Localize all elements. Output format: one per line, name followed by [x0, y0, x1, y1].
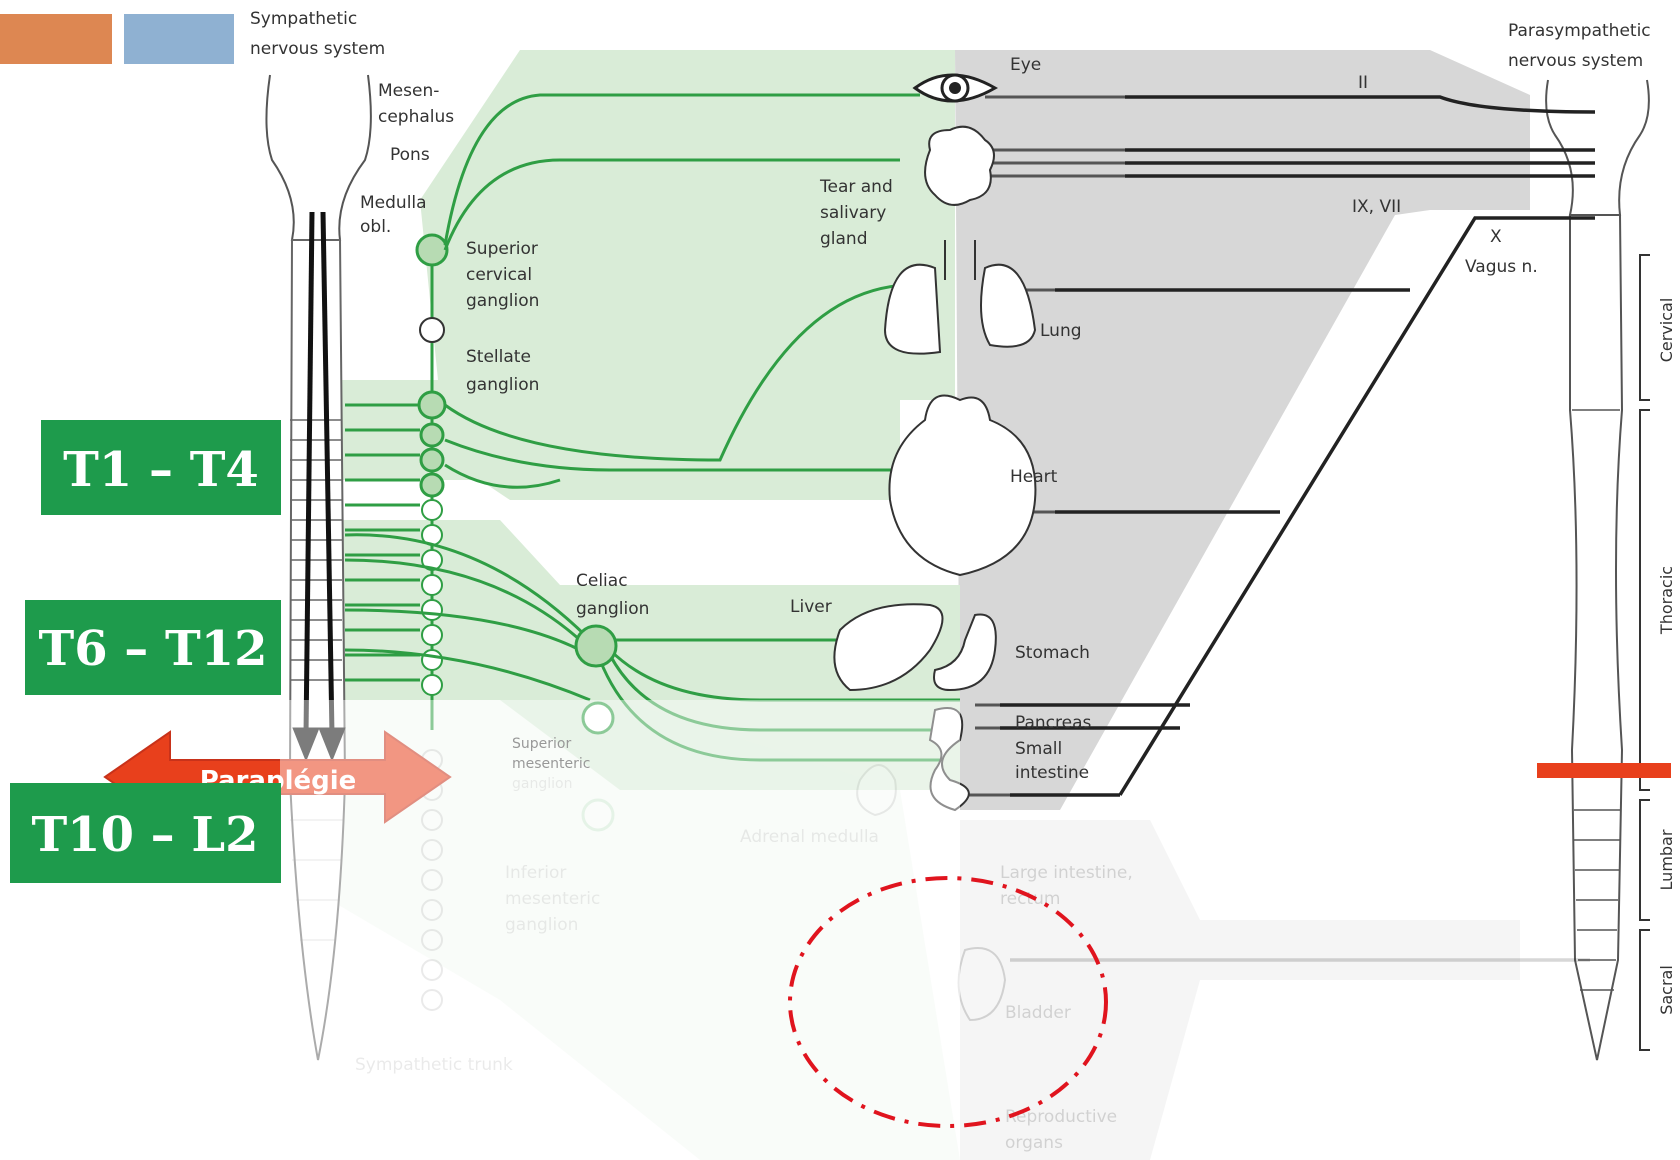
svg-text:obl.: obl.: [360, 217, 391, 237]
chain-node: [422, 575, 442, 595]
svg-text:Stomach: Stomach: [1015, 643, 1090, 663]
svg-text:Superior: Superior: [466, 239, 538, 259]
svg-text:cephalus: cephalus: [378, 107, 454, 127]
chain-node: [421, 474, 443, 496]
chain-node: [420, 318, 444, 342]
svg-text:Pons: Pons: [390, 145, 430, 165]
segment-label-sacral: Sacral: [1657, 965, 1676, 1015]
chain-node: [422, 600, 442, 620]
parasympathetic-cord-outline: [1570, 215, 1622, 1060]
svg-text:Small: Small: [1015, 739, 1062, 759]
svg-text:T10 – L2: T10 – L2: [31, 807, 258, 863]
svg-text:ganglion: ganglion: [576, 599, 649, 619]
fade-overlay: [280, 700, 960, 1160]
superior-cervical-ganglion: [417, 235, 447, 265]
svg-text:Parasympathetic: Parasympathetic: [1508, 21, 1651, 41]
svg-text:Tear and: Tear and: [819, 177, 893, 197]
svg-text:cervical: cervical: [466, 265, 532, 285]
svg-text:II: II: [1358, 73, 1368, 93]
svg-text:X: X: [1490, 227, 1502, 247]
badge-t10-l2: T10 – L2: [10, 783, 281, 883]
svg-text:nervous system: nervous system: [1508, 51, 1643, 71]
svg-text:organs: organs: [1005, 1133, 1063, 1153]
svg-text:Mesen-: Mesen-: [378, 81, 439, 101]
svg-text:Medulla: Medulla: [360, 193, 427, 213]
segment-label-lumbar: Lumbar: [1657, 829, 1676, 890]
parasympathetic-brainstem: [1546, 80, 1649, 215]
svg-text:IX, VII: IX, VII: [1352, 197, 1401, 217]
svg-text:salivary: salivary: [820, 203, 886, 223]
svg-text:ganglion: ganglion: [466, 375, 539, 395]
svg-text:Large intestine,: Large intestine,: [1000, 863, 1133, 883]
svg-text:Heart: Heart: [1010, 467, 1058, 487]
parasympathetic-spinal-cord: [1546, 80, 1649, 1060]
svg-text:Sympathetic: Sympathetic: [250, 9, 357, 29]
svg-text:Stellate: Stellate: [466, 347, 531, 367]
segment-label-cervical: Cervical: [1657, 298, 1676, 363]
svg-text:rectum: rectum: [1000, 889, 1060, 909]
svg-text:Bladder: Bladder: [1005, 1003, 1071, 1023]
svg-text:Lung: Lung: [1040, 321, 1082, 341]
svg-text:Pancreas: Pancreas: [1015, 713, 1092, 733]
chain-node: [421, 424, 443, 446]
svg-text:Liver: Liver: [790, 597, 832, 617]
svg-text:T6 – T12: T6 – T12: [38, 621, 267, 677]
chain-node: [422, 675, 442, 695]
celiac-ganglion: [576, 626, 616, 666]
svg-text:Vagus n.: Vagus n.: [1465, 257, 1538, 277]
svg-text:intestine: intestine: [1015, 763, 1089, 783]
svg-text:gland: gland: [820, 229, 868, 249]
segment-label-thoracic: Thoracic: [1657, 566, 1676, 635]
chain-node: [422, 500, 442, 520]
svg-text:T1 – T4: T1 – T4: [63, 442, 259, 498]
svg-text:nervous system: nervous system: [250, 39, 385, 59]
svg-text:Eye: Eye: [1010, 55, 1041, 75]
sympathetic-brainstem: [266, 75, 370, 240]
svg-text:ganglion: ganglion: [466, 291, 539, 311]
stellate-ganglion: [419, 392, 445, 418]
badge-t6-t12: T6 – T12: [25, 600, 281, 695]
svg-text:Celiac: Celiac: [576, 571, 628, 591]
segment-brackets: [1640, 255, 1650, 1050]
chain-node: [422, 625, 442, 645]
badge-t1-t4: T1 – T4: [41, 420, 281, 515]
gland-icon: [925, 127, 994, 205]
lesion-level-marker: [1537, 763, 1671, 778]
orange-block: [0, 14, 112, 64]
chain-node: [422, 650, 442, 670]
blue-block: [124, 14, 234, 64]
chain-node: [421, 449, 443, 471]
